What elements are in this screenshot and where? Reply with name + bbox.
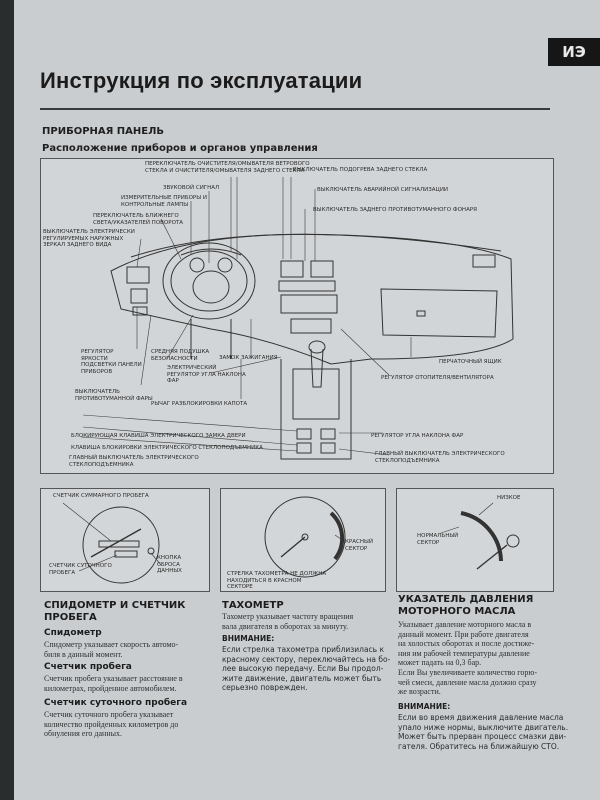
- label-hazard: ВЫКЛЮЧАТЕЛЬ АВАРИЙНОЙ СИГНАЛИЗАЦИИ: [317, 187, 449, 193]
- label-trip-counter: СЧЕТЧИК СУТОЧНОГО ПРОБЕГА: [49, 563, 112, 576]
- label-dimmer: РЕГУЛЯТОР ЯРКОСТИ ПОДСВЕТКИ ПАНЕЛИ ПРИБО…: [81, 349, 142, 375]
- speedometer-panel: СЧЕТЧИК СУММАРНОГО ПРОБЕГА СЧЕТЧИК СУТОЧ…: [40, 488, 210, 592]
- speedometer-subheading: Спидометр: [44, 628, 102, 638]
- dashboard-diagram: ПЕРЕКЛЮЧАТЕЛЬ ОЧИСТИТЕЛЯ/ОМЫВАТЕЛЯ ВЕТРО…: [40, 158, 554, 474]
- label-horn: ЗВУКОВОЙ СИГНАЛ: [163, 185, 220, 191]
- label-airbag: СРЕДНЯЯ ПОДУШКА БЕЗОПАСНОСТИ: [151, 349, 210, 362]
- tachometer-text: Тахометр указывает частоту вращения вала…: [222, 612, 354, 631]
- odometer-subheading: Счетчик пробега: [44, 662, 132, 672]
- label-main-window-right: ГЛАВНЫЙ ВЫКЛЮЧАТЕЛЬ ЭЛЕКТРИЧЕСКОГО СТЕКЛ…: [375, 451, 505, 464]
- label-front-fog: ВЫКЛЮЧАТЕЛЬ ПРОТИВОТУМАННОЙ ФАРЫ: [75, 389, 153, 402]
- label-mirrors: ВЫКЛЮЧАТЕЛЬ ЭЛЕКТРИЧЕСКИ РЕГУЛИРУЕМЫХ НА…: [43, 229, 135, 248]
- oil-gauge-drawing: [440, 502, 520, 570]
- trip-subheading: Счетчик суточного пробега: [44, 698, 188, 708]
- tachometer-warning-heading: ВНИМАНИЕ:: [222, 634, 275, 643]
- dashboard-drawing: [80, 177, 514, 460]
- oil-warning-heading: ВНИМАНИЕ:: [398, 702, 451, 711]
- label-normal-sector: НОРМАЛЬНЫЙ СЕКТОР: [417, 533, 459, 546]
- tachometer-panel: КРАСНЫЙ СЕКТОР СТРЕЛКА ТАХОМЕТРА НЕ ДОЛЖ…: [220, 488, 386, 592]
- label-low-pressure: НИЗКОЕ: [497, 495, 521, 501]
- label-red-zone: КРАСНЫЙ СЕКТОР: [345, 539, 373, 552]
- tachometer-warning-text: Если стрелка тахометра приблизилась к кр…: [222, 645, 391, 693]
- speedometer-text: Спидометр указывает скорость автомо- бил…: [44, 640, 179, 659]
- label-rear-heater: ВЫКЛЮЧАТЕЛЬ ПОДОГРЕВА ЗАДНЕГО СТЕКЛА: [293, 167, 428, 173]
- label-odometer: СЧЕТЧИК СУММАРНОГО ПРОБЕГА: [53, 493, 149, 499]
- label-door-lock: БЛОКИРУЮЩАЯ КЛАВИША ЭЛЕКТРИЧЕСКОГО ЗАМКА…: [71, 433, 246, 439]
- label-main-window: ГЛАВНЫЙ ВЫКЛЮЧАТЕЛЬ ЭЛЕКТРИЧЕСКОГО СТЕКЛ…: [69, 455, 199, 468]
- label-headlamp-tilt: РЕГУЛЯТОР УГЛА НАКЛОНА ФАР: [371, 433, 464, 439]
- tachometer-heading: ТАХОМЕТР: [222, 600, 284, 611]
- oil-warning-text: Если во время движения давление масла уп…: [398, 713, 569, 751]
- label-wiper: ПЕРЕКЛЮЧАТЕЛЬ ОЧИСТИТЕЛЯ/ОМЫВАТЕЛЯ ВЕТРО…: [145, 161, 310, 174]
- oil-pressure-text: Указывает давление моторного масла в дан…: [398, 620, 538, 697]
- page-title: Инструкция по эксплуатации: [40, 68, 363, 93]
- subsection-heading: Расположение приборов и органов управлен…: [42, 143, 318, 154]
- odometer-text: Счетчик пробега указывает расстояние в к…: [44, 674, 183, 693]
- label-headlight-level: ЭЛЕКТРИЧЕСКИЙ РЕГУЛЯТОР УГЛА НАКЛОНА ФАР: [167, 365, 246, 384]
- speedometer-drawing: [62, 502, 162, 584]
- section-heading: ПРИБОРНАЯ ПАНЕЛЬ: [42, 126, 165, 137]
- speedometer-heading: СПИДОМЕТР И СЧЕТЧИК ПРОБЕГА: [44, 600, 186, 623]
- label-reset-button: КНОПКА СБРОСА ДАННЫХ: [157, 555, 182, 574]
- label-hood-lever: РЫЧАГ РАЗБЛОКИРОВКИ КАПОТА: [151, 401, 248, 407]
- oil-pressure-panel: НИЗКОЕ НОРМАЛЬНЫЙ СЕКТОР: [396, 488, 554, 592]
- title-rule: [40, 108, 550, 110]
- label-lights-switch: ПЕРЕКЛЮЧАТЕЛЬ БЛИЖНЕГО СВЕТА/УКАЗАТЕЛЕЙ …: [93, 213, 184, 226]
- label-rear-fog: ВЫКЛЮЧАТЕЛЬ ЗАДНЕГО ПРОТИВОТУМАННОГО ФОН…: [313, 207, 477, 213]
- label-ignition: ЗАМОК ЗАЖИГАНИЯ: [219, 355, 278, 361]
- section-tab: ИЭ: [548, 38, 600, 66]
- tachometer-drawing: [264, 496, 346, 578]
- label-window-lock: КЛАВИША БЛОКИРОВКИ ЭЛЕКТРИЧЕСКОГО СТЕКЛО…: [71, 445, 263, 451]
- label-gauges: ИЗМЕРИТЕЛЬНЫЕ ПРИБОРЫ И КОНТРОЛЬНЫЕ ЛАМП…: [121, 195, 207, 208]
- label-needle-note: СТРЕЛКА ТАХОМЕТРА НЕ ДОЛЖНА НАХОДИТЬСЯ В…: [227, 571, 327, 590]
- trip-text: Счетчик суточного пробега указывает коли…: [44, 710, 179, 739]
- oil-pressure-heading: УКАЗАТЕЛЬ ДАВЛЕНИЯ МОТОРНОГО МАСЛА: [398, 594, 534, 617]
- label-glovebox: ПЕРЧАТОЧНЫЙ ЯЩИК: [439, 359, 502, 365]
- label-heater-regulator: РЕГУЛЯТОР ОТОПИТЕЛЯ/ВЕНТИЛЯТОРА: [381, 375, 494, 381]
